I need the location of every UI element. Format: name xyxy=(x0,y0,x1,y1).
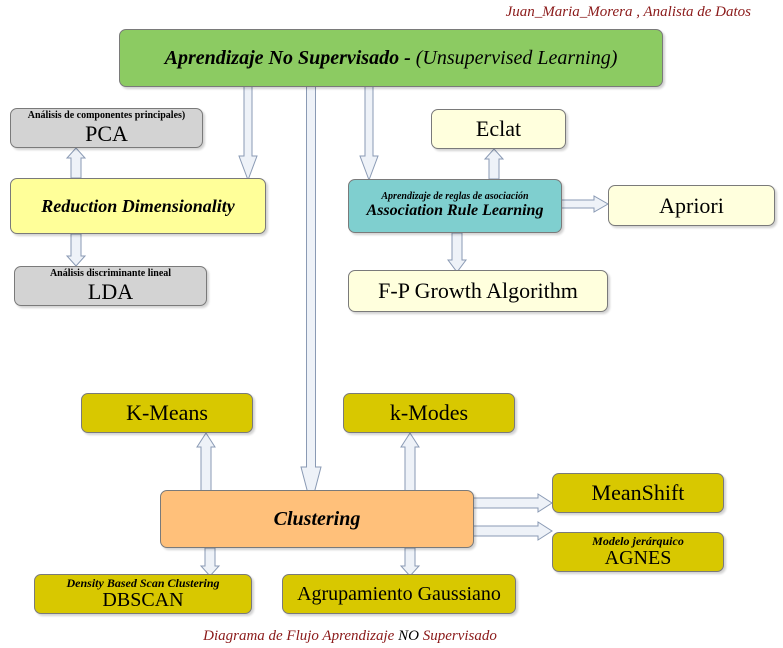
arrow-association-to-apriori xyxy=(560,195,610,213)
kmeans-label: K-Means xyxy=(126,400,208,426)
root-node-unsupervised-learning[interactable]: Aprendizaje No Supervisado - (Unsupervis… xyxy=(119,29,663,87)
arrow-root-to-association xyxy=(359,85,379,182)
dbscan-sublabel: Density Based Scan Clustering xyxy=(66,576,220,591)
kmodes-node[interactable]: k-Modes xyxy=(343,393,515,433)
lda-sublabel: Análisis discriminante lineal xyxy=(49,268,172,280)
kmeans-node[interactable]: K-Means xyxy=(81,393,253,433)
agnes-label: AGNES xyxy=(604,546,672,569)
root-separator: - xyxy=(399,46,416,69)
pca-node[interactable]: Análisis de componentes principales) PCA xyxy=(10,108,203,148)
reduction-title: Reduction Dimensionality xyxy=(41,195,235,216)
eclat-label: Eclat xyxy=(475,116,522,142)
arrow-clustering-to-agnes xyxy=(472,521,553,541)
arrow-clustering-to-meanshift xyxy=(472,493,553,513)
clustering-node[interactable]: Clustering xyxy=(160,490,474,548)
arrow-clustering-to-kmeans xyxy=(196,432,216,493)
pca-sublabel: Análisis de componentes principales) xyxy=(27,110,186,122)
arrow-root-to-clustering xyxy=(300,85,322,507)
fp-growth-node[interactable]: F-P Growth Algorithm xyxy=(348,270,608,312)
arrow-clustering-to-dbscan xyxy=(199,547,221,577)
fp-growth-label: F-P Growth Algorithm xyxy=(378,278,578,304)
clustering-title: Clustering xyxy=(273,507,361,530)
gaussian-node[interactable]: Agrupamiento Gaussiano xyxy=(282,574,516,614)
author-credit: Juan_Maria_Morera , Analista de Datos xyxy=(505,4,751,20)
meanshift-node[interactable]: MeanShift xyxy=(552,473,724,513)
arrow-reduction-to-pca xyxy=(65,147,87,179)
arrow-clustering-to-kmodes xyxy=(400,432,420,493)
caption-part3: Supervisado xyxy=(418,628,497,644)
caption-part2: NO xyxy=(398,628,419,644)
lda-label: LDA xyxy=(87,278,134,304)
dbscan-label: DBSCAN xyxy=(102,588,184,611)
meanshift-label: MeanShift xyxy=(591,480,685,506)
dbscan-node[interactable]: Density Based Scan Clustering DBSCAN xyxy=(34,574,252,614)
arrow-root-to-reduction xyxy=(238,85,258,182)
arrow-association-to-eclat xyxy=(483,148,505,180)
agnes-node[interactable]: Modelo jerárquico AGNES xyxy=(552,532,724,572)
diagram-caption: Diagrama de Flujo Aprendizaje NO Supervi… xyxy=(0,628,700,645)
lda-node[interactable]: Análisis discriminante lineal LDA xyxy=(14,266,207,306)
eclat-node[interactable]: Eclat xyxy=(431,109,566,149)
agnes-sublabel: Modelo jerárquico xyxy=(592,534,684,549)
arrow-reduction-to-lda xyxy=(65,233,87,267)
caption-part1: Diagrama de Flujo Aprendizaje xyxy=(203,628,399,644)
root-title-en: (Unsupervised Learning) xyxy=(415,46,618,69)
reduction-dimensionality-node[interactable]: Reduction Dimensionality xyxy=(10,178,266,234)
root-title-es: Aprendizaje No Supervisado xyxy=(164,46,400,69)
association-sublabel: Aprendizaje de reglas de asociación xyxy=(381,191,529,203)
arrow-association-to-fpgrowth xyxy=(447,232,467,273)
gaussian-label: Agrupamiento Gaussiano xyxy=(297,582,501,605)
association-rule-learning-node[interactable]: Aprendizaje de reglas de asociación Asso… xyxy=(348,179,562,233)
apriori-label: Apriori xyxy=(659,192,724,218)
pca-label: PCA xyxy=(85,120,128,146)
kmodes-label: k-Modes xyxy=(389,400,469,426)
arrow-clustering-to-gaussian xyxy=(399,547,421,577)
apriori-node[interactable]: Apriori xyxy=(608,185,775,226)
association-title: Association Rule Learning xyxy=(366,201,544,219)
